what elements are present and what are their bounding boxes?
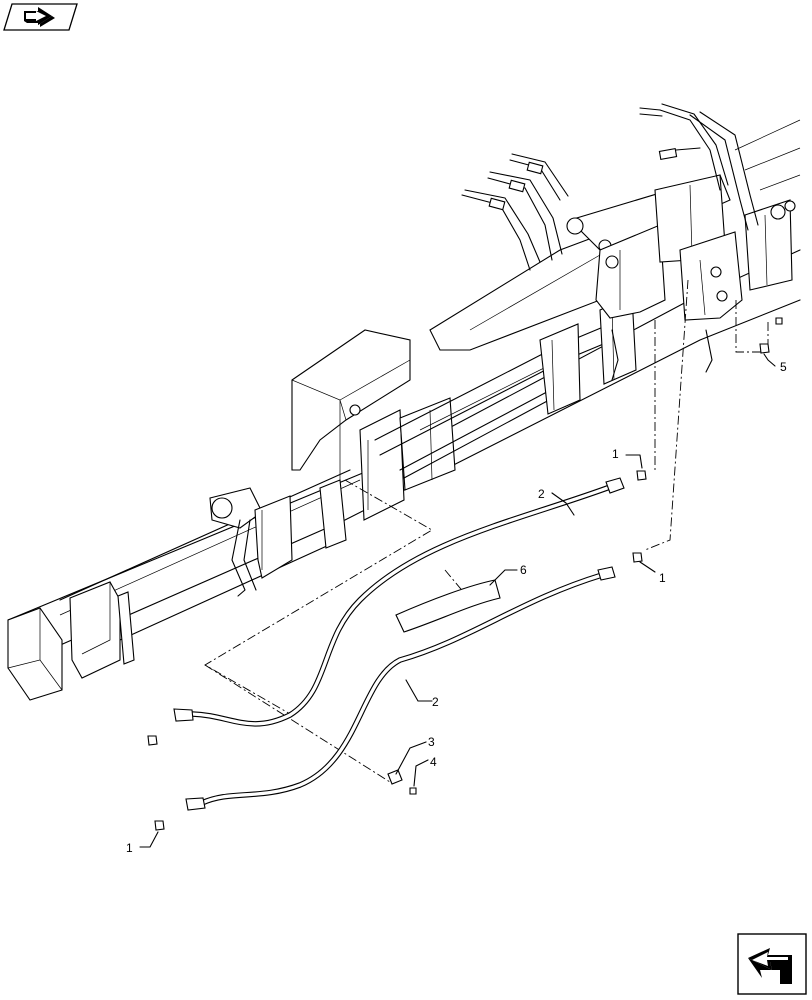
callout-label: 3 [428, 735, 435, 749]
nav-arrow-icon-bottom[interactable] [737, 933, 807, 995]
callout-label: 1 [612, 447, 619, 461]
callout-label: 5 [780, 360, 787, 374]
phantom-lines [204, 279, 769, 783]
protective-sleeve [395, 579, 501, 633]
hydraulic-hose-upper [173, 477, 625, 727]
boom-assembly [7, 103, 801, 701]
hydraulic-hose-lower [185, 566, 616, 811]
callout-label: 1 [126, 841, 133, 855]
callout-labels: 1 1 1 2 2 3 4 5 6 [126, 360, 787, 855]
fittings [147, 317, 783, 831]
callout-leaders [139, 353, 776, 848]
callout-label: 2 [538, 487, 545, 501]
callout-label: 4 [430, 755, 437, 769]
nav-arrow-icon-top[interactable] [3, 3, 78, 31]
callout-label: 1 [659, 571, 666, 585]
callout-label: 2 [432, 695, 439, 709]
callout-label: 6 [520, 563, 527, 577]
